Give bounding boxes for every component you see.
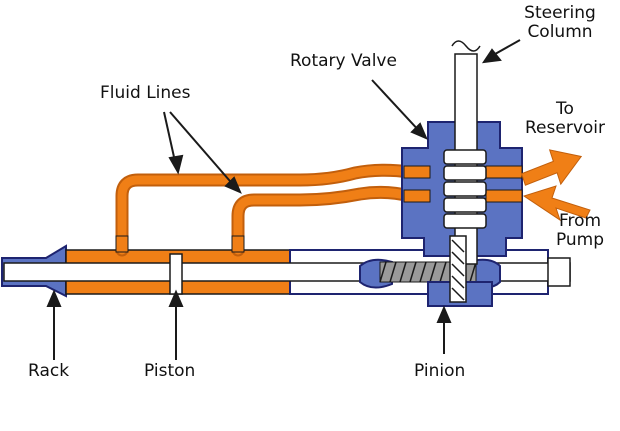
steering-column-label-line1: Steering	[524, 3, 596, 23]
from-pump-label-line2: Pump	[555, 230, 605, 250]
pinion-gear	[449, 235, 467, 303]
fluid-lines-label: Fluid Lines	[100, 83, 191, 103]
from-pump-label: From Pump	[545, 212, 615, 250]
rack-end	[547, 257, 571, 287]
piston	[169, 253, 183, 295]
valve-spool	[443, 149, 487, 229]
pinion-label: Pinion	[414, 361, 466, 381]
to-reservoir-label-line2: Reservoir	[525, 118, 605, 138]
rotary-valve-label: Rotary Valve	[290, 51, 397, 71]
piston-label: Piston	[144, 361, 196, 381]
fluid-lines	[115, 163, 417, 257]
pointer-arrows	[46, 39, 521, 360]
to-reservoir-arrow	[521, 149, 583, 186]
shaft-break	[451, 40, 481, 52]
steering-column-label-line2: Column	[527, 22, 593, 42]
port-right	[231, 235, 245, 253]
from-pump-arrow	[522, 185, 591, 222]
to-reservoir-label-line1: To	[556, 99, 574, 119]
from-pump-label-line1: From	[558, 211, 602, 231]
to-reservoir-label: To Reservoir	[515, 100, 615, 138]
steering-column-label: Steering Column	[510, 4, 610, 42]
rack-label: Rack	[28, 361, 70, 381]
port-left	[115, 235, 129, 253]
